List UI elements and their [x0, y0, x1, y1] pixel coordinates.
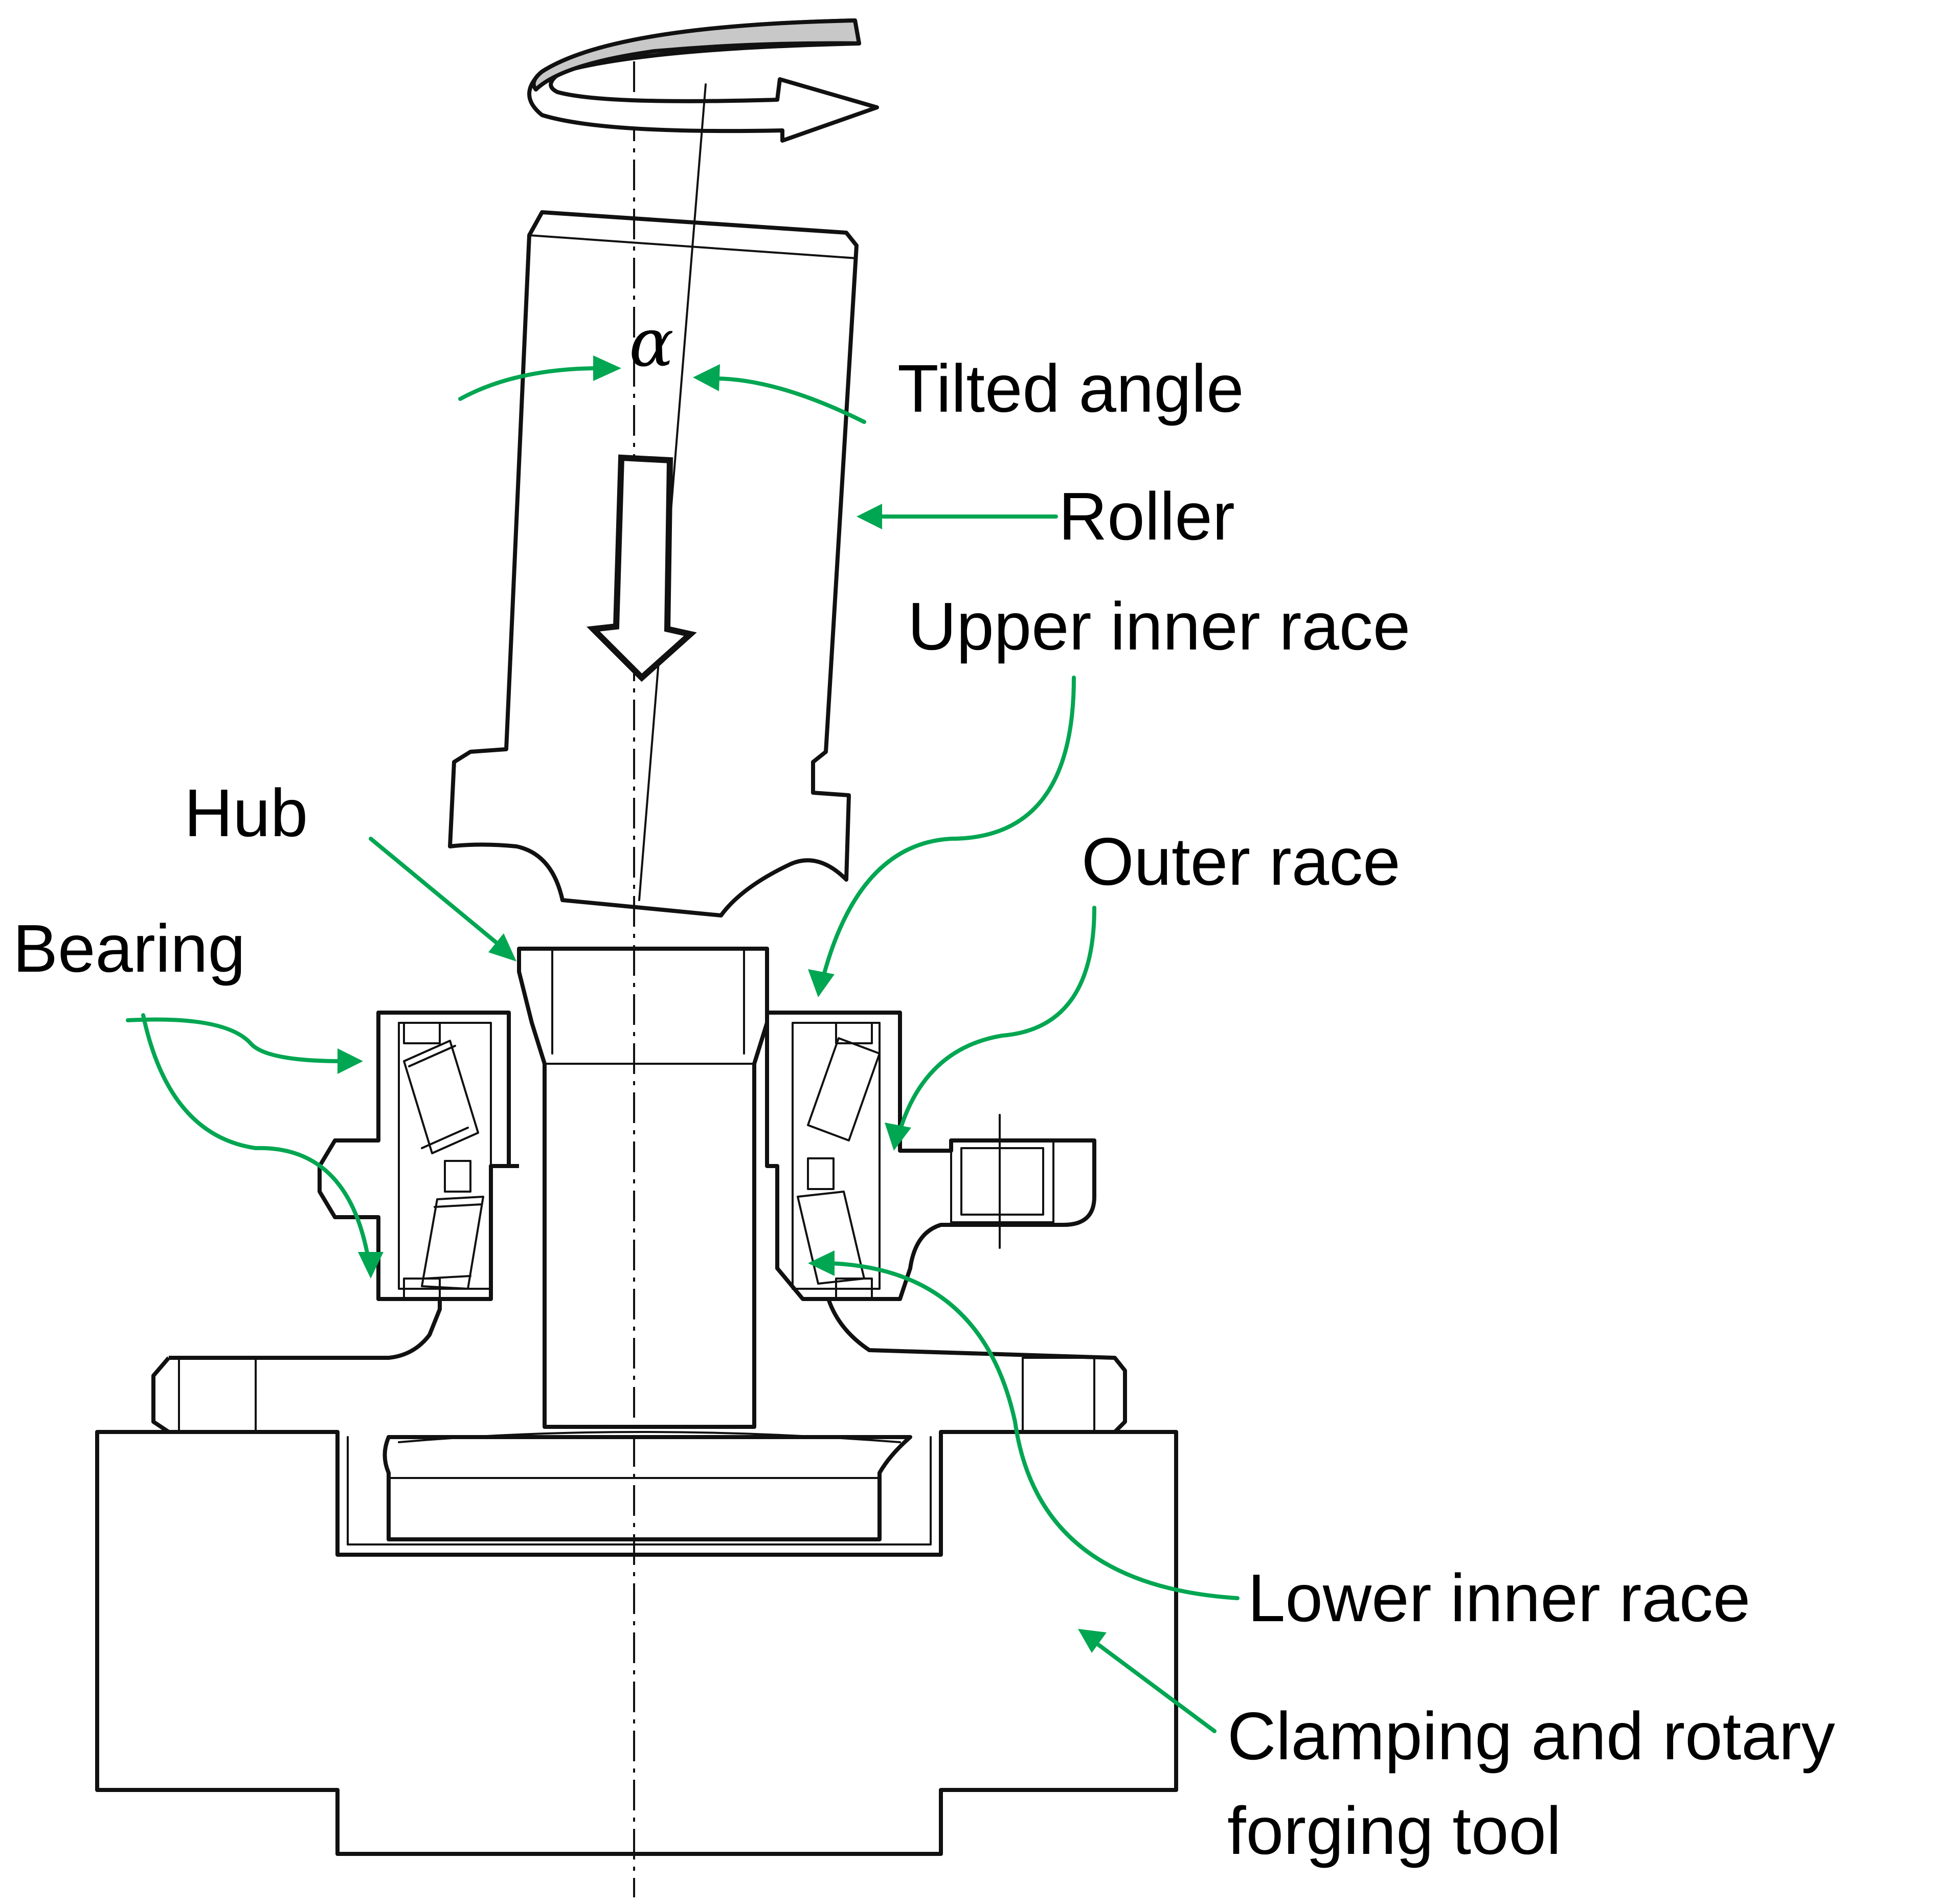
label-bearing: Bearing — [13, 911, 245, 986]
roller — [448, 210, 859, 917]
roller-top-bevel — [528, 234, 858, 259]
hub — [382, 947, 912, 1541]
label-outer-race: Outer race — [1082, 824, 1401, 899]
label-lower-inner-race: Lower inner race — [1248, 1560, 1750, 1636]
label-clamping-line1: Clamping and rotary — [1227, 1698, 1835, 1774]
leader-lines — [126, 355, 1240, 1733]
hub-wheel-flange — [151, 1298, 1127, 1434]
left-bearing-assembly — [318, 1011, 519, 1301]
press-force-arrow-icon — [586, 454, 697, 682]
label-clamping-line2: forging tool — [1227, 1793, 1561, 1868]
right-bearing-assembly — [765, 1011, 1096, 1301]
label-upper-inner-race: Upper inner race — [908, 589, 1410, 664]
rotation-arrow-icon — [527, 18, 879, 143]
alpha-symbol: α — [629, 304, 674, 382]
label-tilted-angle: Tilted angle — [897, 351, 1244, 426]
label-roller: Roller — [1059, 479, 1235, 554]
label-hub: Hub — [184, 775, 308, 850]
clamping-rotary-forging-tool — [95, 1430, 1178, 1856]
